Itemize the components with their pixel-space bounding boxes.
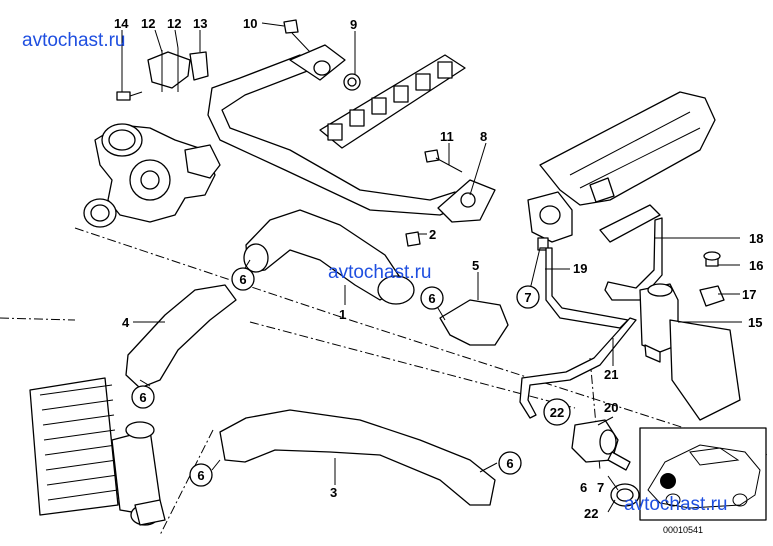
charge-air-hose-3 [219,409,496,506]
intercooler [29,377,166,526]
legend-6: 6 [580,480,587,495]
pressure-converter [639,283,741,421]
circled-6d: 6 [197,468,204,483]
callout-10: 10 [243,16,257,31]
callout-21: 21 [604,367,618,382]
callout-2: 2 [429,227,436,242]
circled-6b: 6 [428,291,435,306]
callout-11: 11 [440,129,454,144]
charge-air-hose-1 [243,209,421,305]
legend-7: 7 [597,480,604,495]
callout-numbers: 14 12 12 13 10 9 11 8 2 1 5 18 19 16 17 … [114,16,763,500]
legend-22: 22 [584,506,598,521]
egr-valve [527,191,573,251]
solenoid-valve [571,419,631,471]
callout-8: 8 [480,129,487,144]
callout-19: 19 [573,261,587,276]
intake-manifold [539,91,716,206]
callout-12b: 12 [167,16,181,31]
egr-flange [424,149,496,223]
location-dot [660,473,676,489]
callout-3: 3 [330,485,337,500]
callout-12a: 12 [141,16,155,31]
circled-7: 7 [524,290,531,305]
callout-15: 15 [748,315,762,330]
hose-5 [439,299,509,346]
callout-4: 4 [122,315,130,330]
egr-pipe [207,19,466,216]
watermark-bottom-right: avtochast.ru [624,494,728,515]
bracket-clamps [116,48,209,101]
leader-lines [121,22,742,513]
callout-16: 16 [749,258,763,273]
diagram-code: 00010541 [663,525,703,535]
circled-6e: 6 [506,456,513,471]
circled-6c: 6 [139,390,146,405]
watermark-center: avtochast.ru [328,262,432,283]
callout-17: 17 [742,287,756,302]
vehicle-inset [639,427,767,521]
vacuum-lines [519,204,700,419]
fasteners-16-17 [699,251,725,307]
callout-1: 1 [339,307,346,322]
turbocharger [83,123,221,228]
charge-air-hose-4 [125,284,237,389]
clamp-legend: 6 7 22 [580,480,604,521]
callout-9: 9 [350,17,357,32]
callout-5: 5 [472,258,479,273]
callout-14: 14 [114,16,129,31]
watermark-top-left: avtochast.ru [22,30,126,51]
circled-22: 22 [550,405,564,420]
circled-callouts: 6 6 7 6 6 6 22 [131,267,571,487]
callout-13: 13 [193,16,207,31]
callout-20: 20 [604,400,618,415]
circled-6a: 6 [239,272,246,287]
manifold-gaskets [319,54,466,149]
callout-18: 18 [749,231,763,246]
